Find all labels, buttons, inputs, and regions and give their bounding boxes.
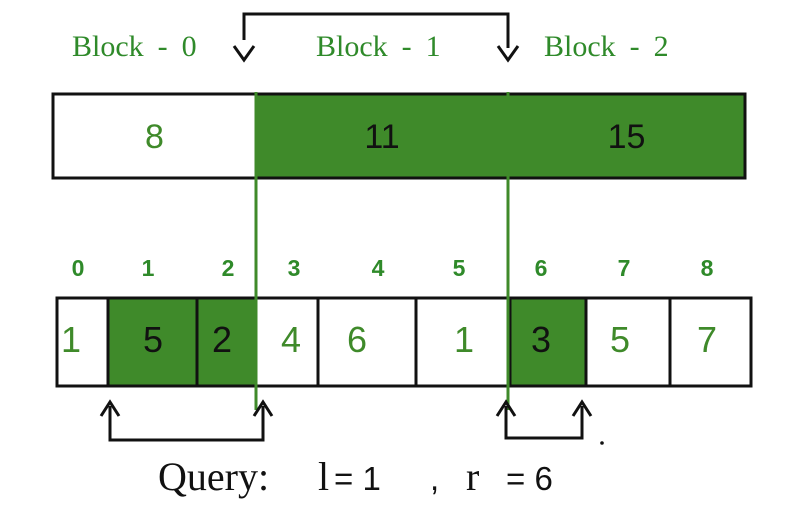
query-text: Query: l = 1 , r = 6 (158, 454, 553, 499)
block-cell-2 (506, 92, 747, 180)
index-label-2: 2 (222, 255, 235, 281)
block-cell-0 (51, 92, 258, 180)
query-l-name: l (318, 454, 329, 499)
index-label-3: 3 (288, 255, 301, 281)
block-label-num: 0 (182, 30, 197, 63)
block-label-num: 2 (654, 30, 669, 63)
array-cell-7 (584, 296, 672, 388)
index-label-7: 7 (618, 255, 631, 281)
query-l-value: = 1 (334, 460, 381, 497)
array-cell-5 (414, 296, 512, 388)
block-cell-1 (254, 92, 510, 180)
block-label-sep: - (402, 30, 412, 63)
array-cell-0 (55, 296, 110, 388)
index-label-1: 1 (142, 255, 155, 281)
block-boundary-lines (254, 92, 510, 410)
index-label-5: 5 (453, 255, 466, 281)
array-value-2: 2 (212, 319, 232, 360)
block-label-name: Block (72, 30, 144, 63)
index-label-4: 4 (372, 255, 385, 281)
block-label-sep: - (630, 30, 640, 63)
query-r-value: = 6 (506, 460, 553, 497)
block-label-name: Block (316, 30, 388, 63)
array-value-3: 4 (281, 319, 301, 360)
array-cell-2 (195, 296, 258, 388)
block-value-2: 15 (608, 118, 646, 156)
block-array: 8 11 15 (51, 92, 747, 180)
array-value-4: 6 (347, 319, 367, 360)
query-r-name: r (466, 454, 479, 499)
block-label-num: 1 (426, 30, 441, 63)
block-label-2: Block-2 (544, 30, 669, 63)
array-value-8: 7 (697, 319, 717, 360)
array-value-7: 5 (610, 319, 630, 360)
array-cell-1 (106, 296, 199, 388)
array-value-0: 1 (61, 319, 81, 360)
array-value-6: 3 (531, 319, 551, 360)
element-array: 1 5 2 4 6 1 3 5 7 (55, 296, 753, 388)
query-comma: , (430, 460, 439, 497)
block-label-0: Block-0 (72, 30, 197, 63)
block-label-name: Block (544, 30, 616, 63)
index-label-8: 8 (701, 255, 714, 281)
block-value-1: 11 (364, 118, 399, 156)
query-label: Query: (158, 454, 269, 499)
array-value-5: 1 (454, 319, 474, 360)
index-row: 0 1 2 3 4 5 6 7 8 (72, 255, 714, 281)
block-boundary-arrows (232, 12, 520, 63)
array-cell-6 (508, 296, 588, 388)
index-label-0: 0 (72, 255, 85, 281)
block-value-0: 8 (145, 118, 164, 156)
array-value-1: 5 (143, 319, 163, 360)
index-label-6: 6 (535, 255, 548, 281)
query-range-brackets (99, 399, 604, 445)
array-cell-4 (316, 296, 418, 388)
block-label-1: Block-1 (316, 30, 441, 63)
array-cell-8 (668, 296, 753, 388)
block-label-sep: - (158, 30, 168, 63)
